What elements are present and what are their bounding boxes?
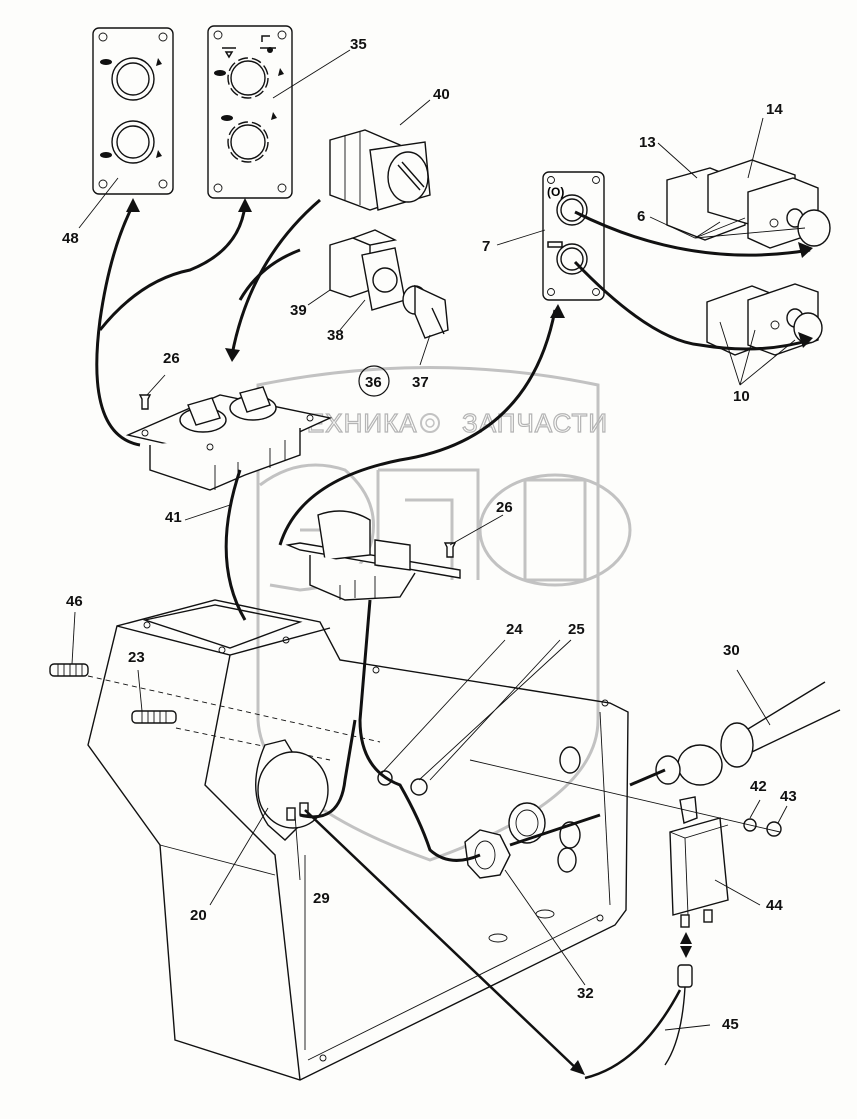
callout-44: 44 (766, 897, 783, 914)
callout-35: 35 (350, 36, 367, 53)
hare-icon (271, 68, 284, 120)
relay-mount-line (469, 759, 781, 833)
rotary-switch-40 (329, 129, 431, 211)
connector-45 (664, 932, 693, 1066)
callout-45: 45 (722, 1016, 739, 1033)
callout-39: 39 (290, 302, 307, 319)
callout-46: 46 (66, 593, 83, 610)
screw-46 (49, 663, 89, 677)
screw-26b (443, 542, 457, 558)
watermark-text-right: ЗАПЧАСТИ (462, 408, 608, 438)
light-symbol-icon: (O) (547, 185, 564, 199)
callout-labels: 48 35 40 39 38 37 36 26 41 7 13 14 6 10 … (62, 36, 797, 1033)
leader-lines (71, 49, 806, 1031)
buzzer-20 (255, 739, 329, 841)
callout-23: 23 (128, 649, 145, 666)
arrow-icon (126, 198, 140, 212)
panel-48 (92, 27, 174, 195)
callout-30: 30 (723, 642, 740, 659)
arrow-icon (798, 332, 813, 348)
arrowheads (126, 198, 813, 1075)
tortoise-icon (100, 59, 112, 158)
horn-icon (547, 241, 563, 248)
callout-25: 25 (568, 621, 585, 638)
double-arrow-icon (680, 932, 692, 958)
callout-40: 40 (433, 86, 450, 103)
callout-24: 24 (506, 621, 523, 638)
gland-nut-32 (464, 802, 546, 879)
wires (95, 198, 811, 1080)
assembly-dash-lines (87, 675, 381, 761)
callout-26: 26 (163, 350, 180, 367)
adapter-38 (361, 247, 406, 311)
arrow-icon (550, 304, 565, 318)
key-switch-head-37 (402, 284, 449, 339)
callout-37: 37 (412, 374, 429, 391)
callout-36: 36 (365, 374, 382, 391)
callout-7: 7 (482, 238, 490, 255)
watermark-letter-f (478, 473, 632, 587)
arrow-icon (238, 198, 252, 212)
cable-30 (629, 681, 841, 787)
nut-25 (410, 778, 428, 796)
switch-plate-center (285, 510, 461, 601)
callout-6: 6 (637, 208, 645, 225)
arrow-icon (798, 242, 813, 258)
light-bulb-icon (222, 47, 236, 59)
callout-13: 13 (639, 134, 656, 151)
callout-42: 42 (750, 778, 767, 795)
callout-43: 43 (780, 788, 797, 805)
callout-20: 20 (190, 907, 207, 924)
arrow-icon (225, 348, 240, 362)
callout-38: 38 (327, 327, 344, 344)
pushbutton-assembly-10 (706, 283, 823, 356)
gear-icon (420, 413, 440, 433)
panel-7: (O) (542, 171, 605, 301)
screw-26 (138, 394, 152, 410)
callout-32: 32 (577, 985, 594, 1002)
nut-43 (766, 821, 782, 837)
horn-icon (260, 35, 276, 53)
screw-23 (131, 710, 177, 724)
panel-35 (207, 25, 293, 199)
callout-14: 14 (766, 101, 783, 118)
relay-44 (669, 796, 729, 928)
callout-26b: 26 (496, 499, 513, 516)
callout-29: 29 (313, 890, 330, 907)
callout-41: 41 (165, 509, 182, 526)
callout-10: 10 (733, 388, 750, 405)
callout-48: 48 (62, 230, 79, 247)
callout-36-circle (358, 365, 390, 397)
switch-plate-left (125, 386, 333, 491)
housing (87, 599, 629, 1081)
arrow-icon (570, 1060, 585, 1075)
pushbutton-assembly-6 (666, 159, 831, 249)
tortoise-icon (214, 70, 233, 121)
